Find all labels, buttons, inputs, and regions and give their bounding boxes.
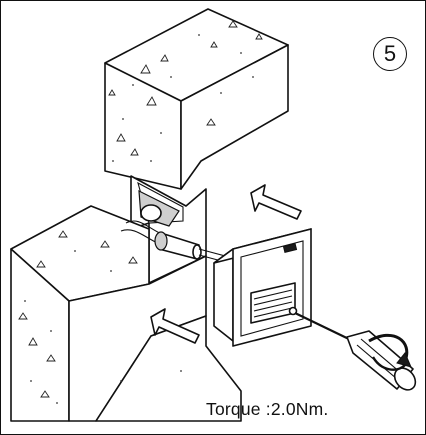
cable-connector (120, 204, 230, 264)
rotate-arrow-icon (368, 334, 412, 371)
lower-concrete-block (10, 205, 207, 422)
step-number-badge: 5 (373, 37, 407, 71)
screwdriver (294, 312, 417, 391)
push-arrow-icon (150, 184, 302, 344)
floor-block (95, 315, 242, 422)
concrete-texture (18, 20, 263, 404)
step-light (213, 228, 312, 347)
upper-concrete-block (104, 8, 289, 190)
torque-label: Torque :2.0Nm. (206, 399, 329, 419)
